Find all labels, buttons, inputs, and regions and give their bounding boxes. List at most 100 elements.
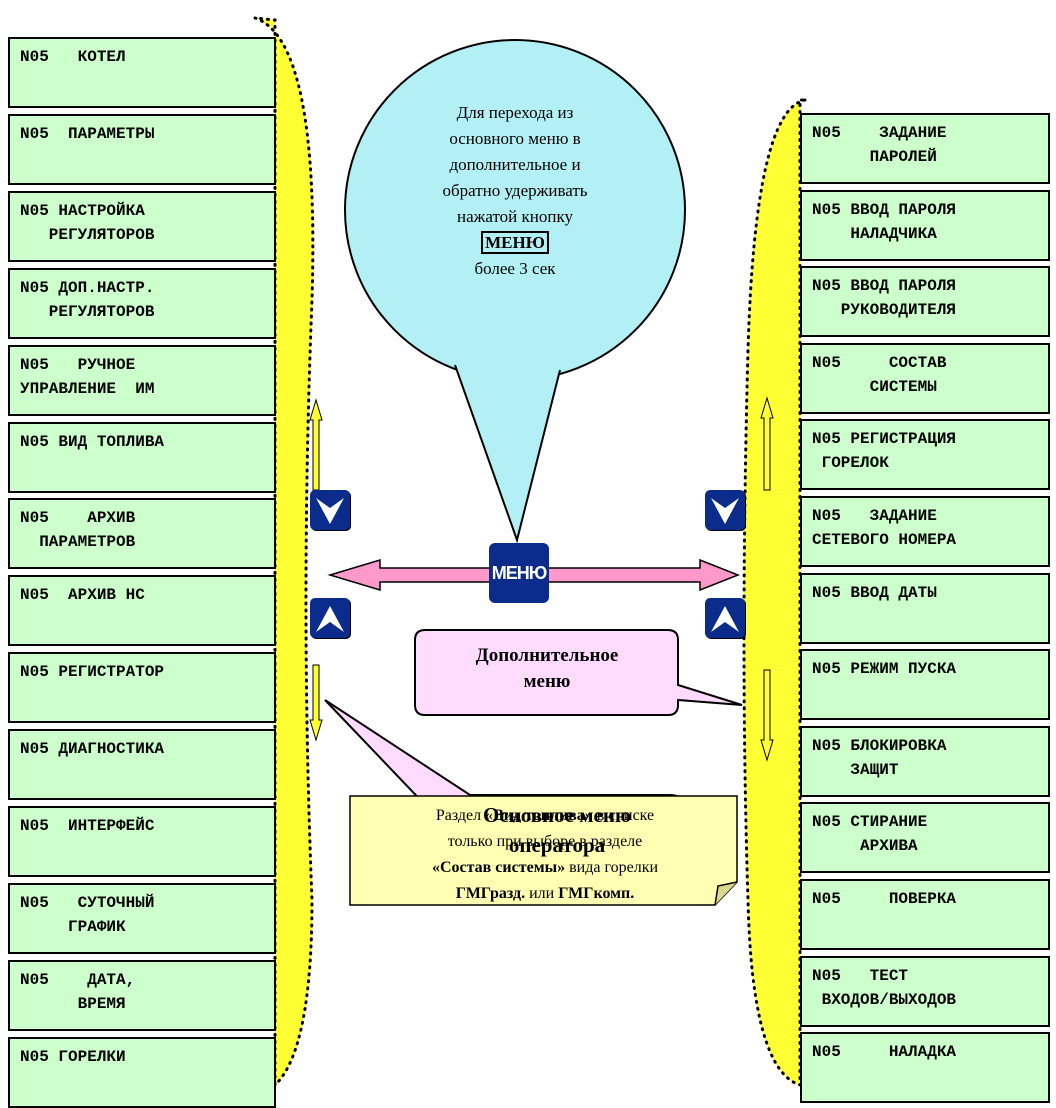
menu-item-line2: ГРАФИК — [20, 917, 126, 936]
menu-item[interactable]: N05 АРХИВ НС — [8, 575, 276, 647]
balloon-line: дополнительное и — [449, 155, 581, 174]
right-down-button[interactable] — [705, 490, 745, 530]
menu-item-line1: N05 СТИРАНИЕ — [812, 813, 928, 832]
menu-item[interactable]: N05 ГОРЕЛКИ — [8, 1036, 276, 1108]
menu-item-line1: N05 ЗАДАНИЕ — [812, 507, 937, 525]
menu-item[interactable]: N05 РЕГИСТРАТОР — [8, 652, 276, 724]
balloon-line: нажатой кнопку — [456, 207, 574, 226]
callout-line: оператора — [508, 833, 606, 857]
menu-item[interactable]: N05 ДАТА, ВРЕМЯ — [8, 959, 276, 1031]
chevron-up-icon — [316, 606, 344, 632]
menu-item-line1: N05 РЕГИСТРАЦИЯ — [812, 430, 957, 449]
menu-item-line1: N05 БЛОКИРОВКА — [812, 736, 947, 755]
menu-item-line1: N05 ДОП.НАСТР. — [20, 278, 155, 297]
menu-item-line1: N05 РЕГИСТРАТОР — [20, 663, 165, 682]
menu-item[interactable]: N05 ИНТЕРФЕЙС — [8, 806, 276, 877]
menu-item-line1: N05 ВИД ТОПЛИВА — [20, 432, 165, 451]
note-bold: ГМГкомп. — [558, 885, 635, 902]
menu-item-line1: N05 ДИАГНОСТИКА — [20, 740, 165, 759]
right-scroll-arrows — [760, 396, 774, 762]
menu-item[interactable]: N05 СУТОЧНЫЙ ГРАФИК — [8, 882, 276, 954]
callout-additional-menu: Дополнительное меню — [418, 643, 676, 695]
right-up-button[interactable] — [705, 598, 745, 638]
menu-item-line1: N05 ВВОД ПАРОЛЯ — [812, 200, 957, 219]
menu-item-line2: РЕГУЛЯТОРОВ — [20, 225, 155, 244]
menu-item-line1: N05 СУТОЧНЫЙ — [20, 893, 155, 912]
menu-item[interactable]: N05 ВВОД ДАТЫ — [800, 572, 1050, 644]
menu-item[interactable]: N05 РЕГИСТРАЦИЯ ГОРЕЛОК — [800, 419, 1050, 491]
menu-item[interactable]: N05 СОСТАВ СИСТЕМЫ — [800, 342, 1050, 414]
note-bold: ГМГразд. — [455, 885, 526, 902]
note-text-part: Раздел « — [435, 807, 494, 824]
menu-button[interactable]: МЕНЮ — [489, 543, 549, 603]
balloon-text: Для перехода из основного меню в дополни… — [385, 100, 645, 282]
menu-item[interactable]: N05 КОТЕЛ — [8, 37, 276, 108]
menu-item-line1: N05 КОТЕЛ — [20, 48, 126, 66]
menu-item[interactable]: N05 ПОВЕРКА — [800, 879, 1050, 950]
menu-item[interactable]: N05 ЗАДАНИЕ ПАРОЛЕЙ — [800, 113, 1050, 184]
callout-line: Основное меню — [482, 803, 631, 827]
left-menu-strip — [254, 16, 315, 1089]
menu-item-line2: УПРАВЛЕНИЕ ИМ — [20, 379, 155, 398]
menu-item-line2: РУКОВОДИТЕЛЯ — [812, 301, 957, 320]
left-up-button[interactable] — [310, 598, 350, 638]
balloon-tail — [454, 364, 561, 544]
balloon-line: обратно удерживать — [442, 181, 588, 200]
menu-item-line1: N05 ИНТЕРФЕЙС — [20, 817, 155, 835]
menu-item[interactable]: N05 РЕЖИМ ПУСКА — [800, 649, 1050, 721]
menu-item-line2: СИСТЕМЫ — [812, 377, 937, 396]
menu-item-line1: N05 АРХИВ НС — [20, 586, 145, 605]
balloon-line: основного меню в — [449, 129, 581, 148]
menu-item[interactable]: N05 НАСТРОЙКА РЕГУЛЯТОРОВ — [8, 190, 276, 262]
menu-item-line1: N05 ВВОД ПАРОЛЯ — [812, 277, 957, 296]
menu-item[interactable]: N05 ДОП.НАСТР. РЕГУЛЯТОРОВ — [8, 267, 276, 339]
menu-item-line1: N05 ГОРЕЛКИ — [20, 1047, 126, 1066]
balloon-line: Для перехода из — [456, 103, 574, 122]
callout-line: меню — [523, 671, 571, 692]
menu-item-line1: N05 РЕЖИМ ПУСКА — [812, 660, 957, 679]
menu-item[interactable]: N05 ВИД ТОПЛИВА — [8, 421, 276, 493]
menu-item-line1: N05 НАСТРОЙКА — [20, 201, 145, 220]
menu-item[interactable]: N05 СТИРАНИЕ АРХИВА — [800, 802, 1050, 874]
menu-key-label: МЕНЮ — [481, 231, 549, 254]
menu-item-line2: ВХОДОВ/ВЫХОДОВ — [812, 990, 957, 1009]
menu-item-line1: N05 ЗАДАНИЕ — [812, 124, 947, 142]
menu-item[interactable]: N05 ВВОД ПАРОЛЯ НАЛАДЧИКА — [800, 189, 1050, 261]
menu-item[interactable]: N05 ДИАГНОСТИКА — [8, 729, 276, 801]
menu-item-line2: НАЛАДЧИКА — [812, 224, 937, 243]
note-text-part: или — [525, 885, 559, 902]
menu-item-line2: АРХИВА — [812, 837, 918, 856]
menu-item-line2: ГОРЕЛОК — [812, 454, 889, 473]
menu-item[interactable]: N05 РУЧНОЕ УПРАВЛЕНИЕ ИМ — [8, 344, 276, 416]
menu-item-line1: N05 ДАТА, — [20, 970, 136, 989]
menu-item-line1: N05 ПАРАМЕТРЫ — [20, 124, 155, 143]
note-bold: «Состав системы» — [431, 859, 566, 876]
chevron-down-icon — [316, 498, 344, 524]
right-menu-strip — [742, 98, 806, 1088]
chevron-down-icon — [711, 498, 739, 524]
note-text: Раздел «Вид топлива» в списке только при… — [360, 803, 730, 907]
menu-item-line2: РЕГУЛЯТОРОВ — [20, 302, 155, 321]
menu-item-line2: ВРЕМЯ — [20, 994, 126, 1013]
callout-line: Дополнительное — [475, 645, 619, 666]
balloon-line: более 3 сек — [474, 259, 556, 278]
menu-item[interactable]: N05 АРХИВ ПАРАМЕТРОВ — [8, 498, 276, 570]
callout-main-menu: Основное меню оператора — [432, 800, 682, 860]
note-line: только при выборе в разделе — [447, 833, 643, 850]
note-bold: Вид топлива» — [493, 807, 593, 824]
note-text-part: в списке — [592, 807, 655, 824]
menu-item-line2: ПАРАМЕТРОВ — [20, 533, 136, 552]
left-down-button[interactable] — [310, 490, 350, 530]
menu-item[interactable]: N05 ТЕСТ ВХОДОВ/ВЫХОДОВ — [800, 955, 1050, 1027]
menu-item[interactable]: N05 ВВОД ПАРОЛЯ РУКОВОДИТЕЛЯ — [800, 266, 1050, 338]
chevron-up-icon — [711, 606, 739, 632]
menu-item-line1: N05 РУЧНОЕ — [20, 355, 136, 374]
callout-additional-shape — [414, 629, 743, 716]
menu-item-line1: N05 ТЕСТ — [812, 966, 909, 985]
menu-item[interactable]: N05 НАЛАДКА — [800, 1032, 1050, 1104]
menu-item[interactable]: N05 ПАРАМЕТРЫ — [8, 113, 276, 185]
menu-item[interactable]: N05 БЛОКИРОВКА ЗАЩИТ — [800, 725, 1050, 797]
menu-item-line1: N05 ПОВЕРКА — [812, 890, 957, 908]
